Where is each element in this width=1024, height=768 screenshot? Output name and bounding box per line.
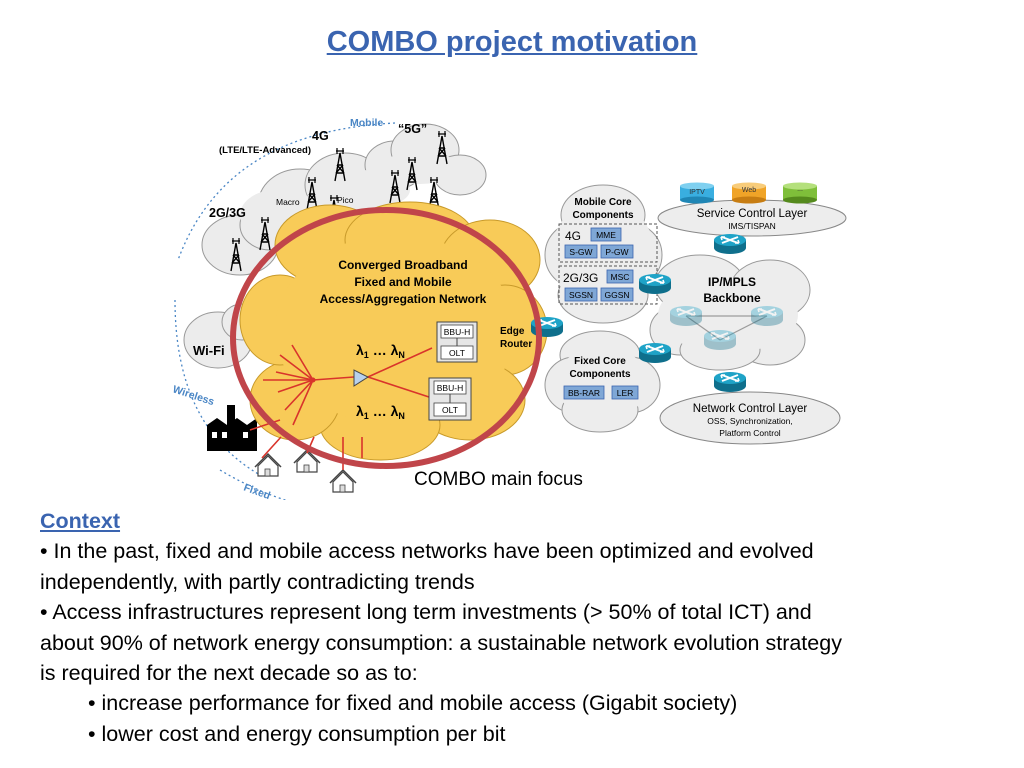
mobile-arc [177,122,396,261]
svg-text:...: ... [797,186,803,193]
combo-focus-label: COMBO main focus [414,469,583,490]
core-component-bbrar: BB-RAR [563,385,605,400]
bbu-label: BBU-H [437,383,463,393]
network-control-layer: Network Control Layer OSS, Synchronizati… [659,391,841,445]
server-icon-iptv: IPTV [680,182,714,204]
converged-title-2: Fixed and Mobile [354,275,452,289]
svg-text:MSC: MSC [611,272,630,282]
factory-icon [207,405,257,451]
edge-router-label-1: Edge [500,326,525,337]
svg-text:GGSN: GGSN [604,290,629,300]
4g-label: 4G [312,129,329,143]
svg-text:BB-RAR: BB-RAR [568,388,600,398]
svg-text:MME: MME [596,230,616,240]
edge-router-label-2: Router [500,339,532,350]
splitter-icon [353,369,370,387]
fixed-core-title-1: Fixed Core [574,356,626,367]
context-bullet: • increase performance for fixed and mob… [88,691,738,716]
svg-text:Network Control Layer: Network Control Layer [693,403,808,415]
pico-label: Pico [337,195,354,205]
svg-text:P-GW: P-GW [605,247,628,257]
page-title: COMBO project motivation [326,26,698,58]
context-text: about 90% of network energy consumption:… [40,630,842,655]
core-component-ler: LER [611,385,639,400]
network-diagram: Mobile Wireless Fixed “5G” 4G (LTE/LTE-A… [171,117,847,500]
svg-text:Web: Web [742,187,756,194]
wifi-label: Wi-Fi [193,343,225,358]
4g-sublabel: (LTE/LTE-Advanced) [219,145,311,156]
context-heading: Context [40,509,121,533]
house-icon [254,449,357,493]
bbu-label: BBU-H [444,327,470,337]
svg-text:IMS/TISPAN: IMS/TISPAN [728,221,776,231]
combo-focus-ellipse [230,207,542,469]
bbu-olt-stack-bottom: BBU-H OLT [428,377,472,421]
converged-title-1: Converged Broadband [338,258,467,272]
olt-label: OLT [449,348,465,358]
ipmpls-title-1: IP/MPLS [708,275,756,289]
svg-text:Platform Control: Platform Control [719,428,781,438]
mobile-core-title-1: Mobile Core [574,197,632,208]
converged-title-3: Access/Aggregation Network [320,292,487,306]
5g-label: “5G” [398,122,427,136]
core-component-ggsn: GGSN [600,287,634,302]
service-control-layer: Service Control Layer IMS/TISPAN [657,199,847,237]
core-component-sgw: S-GW [564,244,598,259]
fixed-label: Fixed [242,482,272,500]
context-text: independently, with partly contradicting… [40,569,475,594]
core-component-pgw: P-GW [600,244,634,259]
server-icon-web: Web [732,182,766,204]
mobile-core-title-2: Components [572,210,634,221]
fixed-core-title-2: Components [569,369,631,380]
lambda-label-top: λ1 … λN [356,342,405,360]
svg-text:OSS, Synchronization,: OSS, Synchronization, [707,416,793,426]
2g3g-label: 2G/3G [209,206,246,220]
svg-text:IPTV: IPTV [689,189,705,196]
context-text: • Access infrastructures represent long … [40,600,812,625]
core-component-sgsn: SGSN [564,287,598,302]
svg-text:Service Control Layer: Service Control Layer [697,208,808,220]
core-component-mme: MME [590,227,622,242]
context-text: • In the past, fixed and mobile access n… [40,539,814,564]
mc-4g-label: 4G [565,229,581,243]
server-icon-other: ... [783,182,817,204]
mc-23g-label: 2G/3G [563,271,598,285]
bbu-olt-stack-top: BBU-H OLT [436,321,478,363]
ipmpls-title-2: Backbone [703,291,761,305]
olt-label: OLT [442,405,458,415]
fiber-links [249,344,433,470]
macro-label: Macro [276,197,300,207]
context-bullet: • lower cost and energy consumption per … [88,721,506,746]
core-component-msc: MSC [606,269,634,284]
svg-text:SGSN: SGSN [569,290,593,300]
context-text: is required for the next decade so as to… [40,661,418,686]
svg-text:LER: LER [617,388,634,398]
mobile-label: Mobile [350,117,383,129]
lambda-label-bottom: λ1 … λN [356,403,405,421]
svg-text:S-GW: S-GW [569,247,592,257]
fixed-arc [219,469,288,500]
wireless-label: Wireless [171,383,216,408]
context-section: Context • In the past, fixed and mobile … [40,506,1010,749]
